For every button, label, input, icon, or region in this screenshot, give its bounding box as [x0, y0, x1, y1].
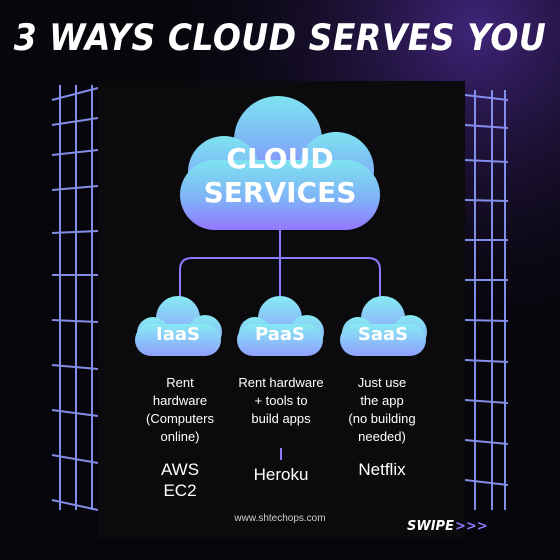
iaas-label: IaaS [156, 324, 200, 345]
paas-label: PaaS [255, 324, 305, 345]
iaas-example-1: AWS [161, 460, 199, 479]
saas-label: SaaS [358, 324, 408, 345]
saas-desc-3: (no building [348, 411, 415, 426]
paas-example: Heroku [254, 465, 309, 484]
saas-desc-2: the app [360, 393, 403, 408]
page-title: 3 WAYS CLOUD SERVES YOU [13, 16, 547, 59]
paas-desc-2: + tools to [254, 393, 307, 408]
saas-desc-4: needed) [358, 429, 406, 444]
iaas-desc-3: (Computers [146, 411, 214, 426]
connector-lines [179, 230, 381, 460]
iaas-desc-4: online) [160, 429, 199, 444]
iaas-desc-2: hardware [153, 393, 207, 408]
paas-desc-3: build apps [251, 411, 311, 426]
paas-desc-1: Rent hardware [238, 375, 323, 390]
main-cloud-line2: SERVICES [204, 176, 357, 209]
iaas-cloud-icon [135, 296, 222, 356]
swipe-label[interactable]: SWIPE [407, 519, 454, 534]
iaas-example-2: EC2 [163, 481, 196, 500]
saas-cloud-icon [340, 296, 427, 356]
main-cloud-icon [180, 96, 380, 230]
saas-example: Netflix [358, 460, 406, 479]
main-cloud-line1: CLOUD [226, 142, 333, 175]
iaas-desc-1: Rent [166, 375, 194, 390]
saas-desc-1: Just use [358, 375, 406, 390]
swipe-arrows-icon[interactable]: >>> [455, 519, 488, 534]
footer-url: www.shtechops.com [233, 513, 325, 524]
paas-cloud-icon [237, 296, 324, 356]
